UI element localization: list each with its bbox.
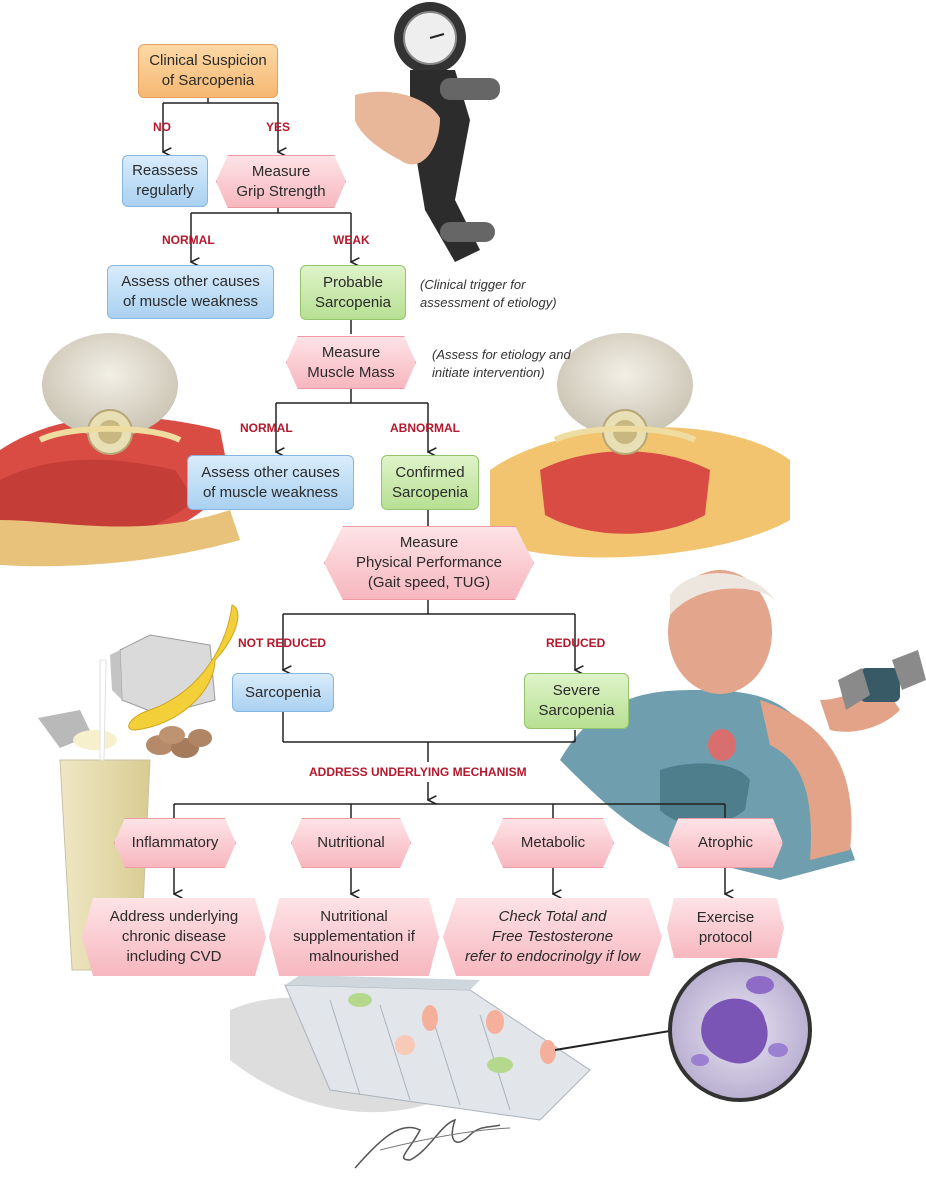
nutritional-supplementation-box: Nutritional supplementation if malnouris… <box>269 898 439 976</box>
exercising-man-illustration <box>560 570 926 880</box>
note-clinical-trigger: (Clinical trigger for assessment of etio… <box>420 277 557 310</box>
sarcopenia-box: Sarcopenia <box>232 673 334 712</box>
note-assess-etiology: (Assess for etiology and initiate interv… <box>432 347 571 380</box>
label-address-underlying-mechanism: ADDRESS UNDERLYING MECHANISM <box>309 765 527 779</box>
check-testosterone-box: Check Total and Free Testosterone refer … <box>443 898 662 976</box>
nutritional-box: Nutritional <box>291 818 411 868</box>
atrophic-box: Atrophic <box>668 818 783 868</box>
label-no: NO <box>153 120 171 134</box>
assess-other-causes-box-1: Assess other causes of muscle weakness <box>107 265 274 319</box>
exercise-protocol-box: Exercise protocol <box>667 898 784 958</box>
metabolic-box: Metabolic <box>492 818 614 868</box>
severe-sarcopenia-box: Severe Sarcopenia <box>524 673 629 729</box>
probable-sarcopenia-box: Probable Sarcopenia <box>300 265 406 320</box>
clinical-suspicion-box: Clinical Suspicion of Sarcopenia <box>138 44 278 98</box>
spine-cross-section-right <box>490 333 790 558</box>
label-yes: YES <box>266 120 291 134</box>
inflammatory-box: Inflammatory <box>114 818 236 868</box>
label-normal-mass: NORMAL <box>240 421 293 435</box>
address-chronic-disease-box: Address underlying chronic disease inclu… <box>82 898 266 976</box>
label-abnormal: ABNORMAL <box>390 421 460 435</box>
grip-dynamometer-illustration <box>355 2 500 262</box>
pill-organizer-illustration <box>230 975 591 1121</box>
magnified-cell-illustration <box>554 958 812 1102</box>
artist-signature <box>354 1118 511 1169</box>
spine-cross-section-left <box>0 333 240 567</box>
measure-muscle-mass-box: Measure Muscle Mass <box>286 336 416 389</box>
measure-grip-strength-box: Measure Grip Strength <box>216 155 346 208</box>
label-reduced: REDUCED <box>546 636 606 650</box>
reassess-box: Reassess regularly <box>122 155 208 207</box>
connector-lines <box>163 98 725 894</box>
assess-other-causes-box-2: Assess other causes of muscle weakness <box>187 455 354 510</box>
confirmed-sarcopenia-box: Confirmed Sarcopenia <box>381 455 479 510</box>
measure-physical-performance-box: Measure Physical Performance (Gait speed… <box>324 526 534 600</box>
label-not-reduced: NOT REDUCED <box>238 636 327 650</box>
label-normal-grip: NORMAL <box>162 233 215 247</box>
label-weak: WEAK <box>333 233 370 247</box>
